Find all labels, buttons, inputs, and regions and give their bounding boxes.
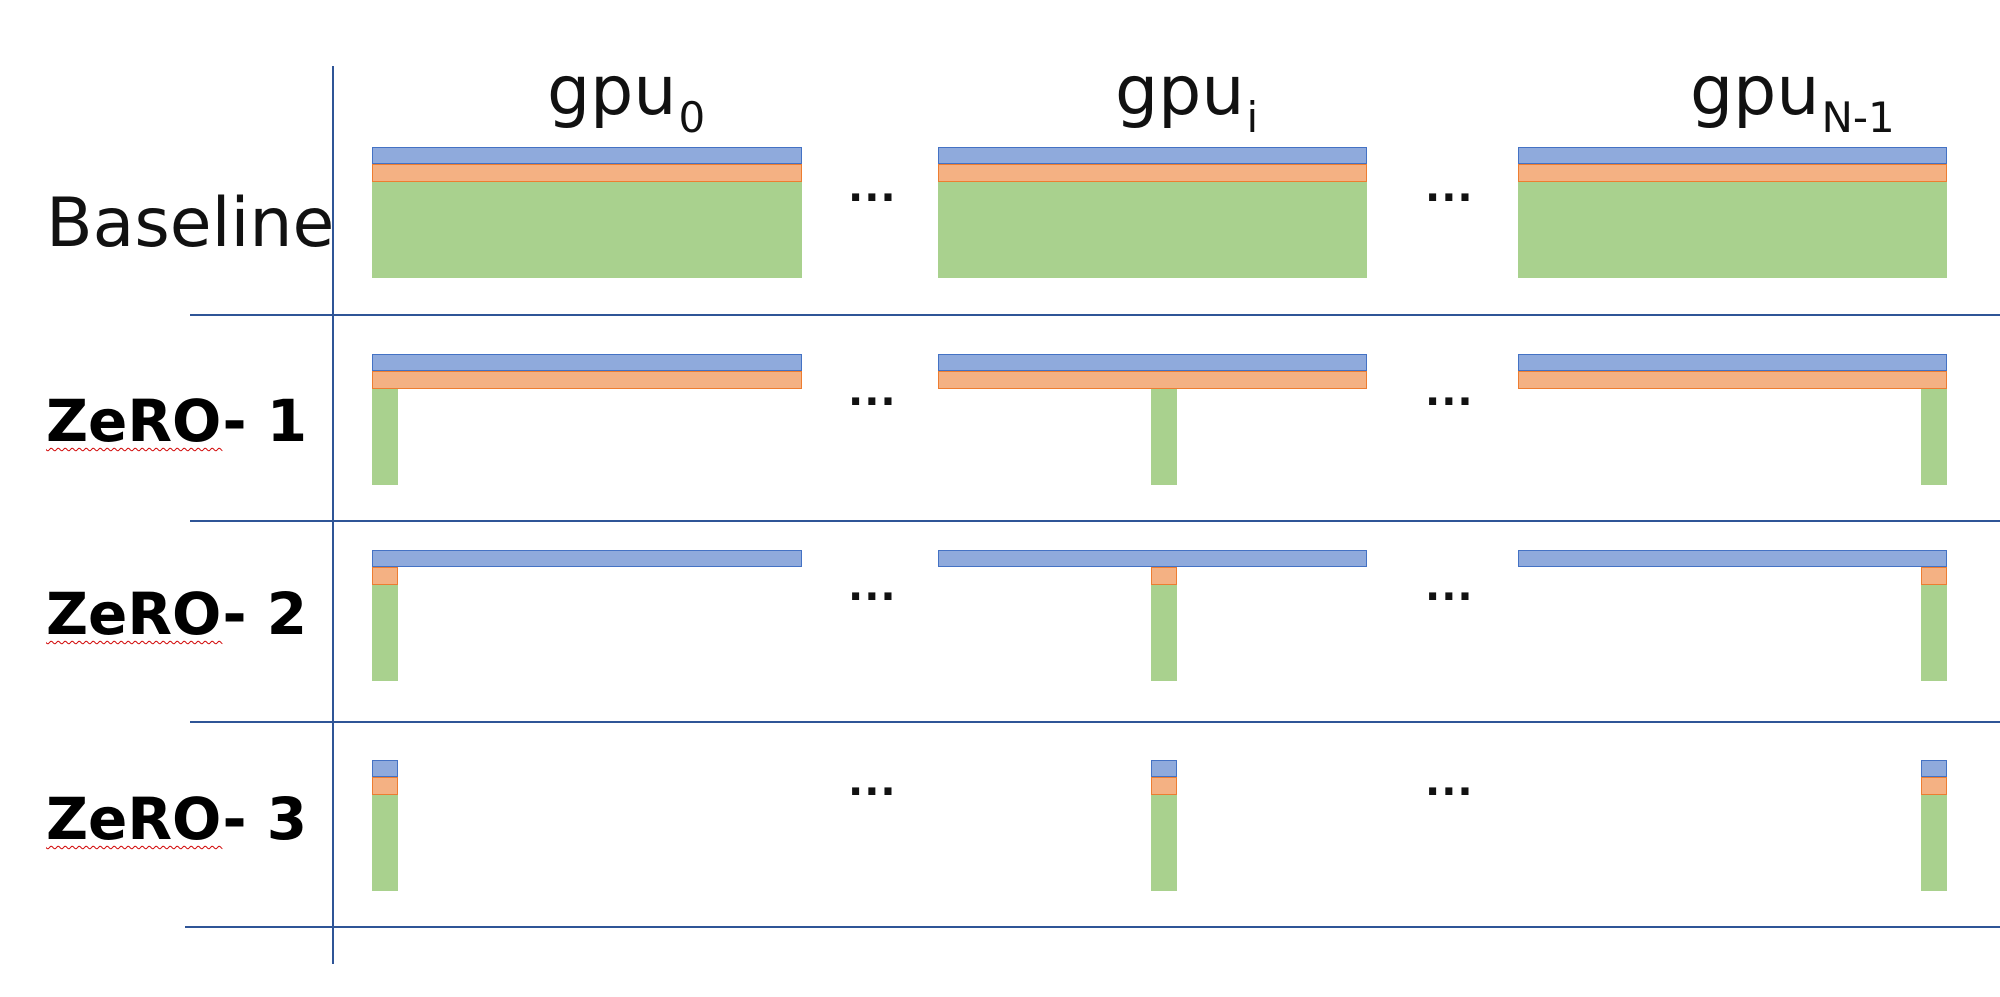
baseline-gpui-gradients-bar	[938, 164, 1367, 182]
zero1-gpui-optimizer-shard	[1151, 389, 1177, 485]
zero3-gpu0-parameters-shard	[372, 760, 398, 777]
row-label-suffix: - 1	[222, 387, 308, 455]
baseline-gpu0-parameters-bar	[372, 147, 802, 164]
zero2-gpun1-parameters-bar	[1518, 550, 1947, 567]
zero3-gpu0-optimizer-shard	[372, 795, 398, 891]
column-header-subscript: N-1	[1821, 93, 1895, 142]
row-label-text: ZeRO	[46, 580, 223, 648]
zero1-ellipsis-2: ···	[1425, 379, 1474, 425]
zero3-gpun1-gradients-shard	[1921, 777, 1947, 795]
zero2-ellipsis-1: ···	[848, 574, 897, 620]
column-header-subscript: i	[1246, 93, 1259, 142]
row-label-text: ZeRO	[46, 387, 223, 455]
zero2-gpui-gradients-shard	[1151, 567, 1177, 585]
column-header-subscript: 0	[678, 93, 706, 142]
row-label-text: Baseline	[46, 184, 335, 263]
zero2-gpun1-optimizer-shard	[1921, 585, 1947, 681]
row-label-zero-3: ZeRO- 3	[46, 790, 307, 848]
row-label-zero-2: ZeRO- 2	[46, 585, 307, 643]
zero2-gpui-parameters-bar	[938, 550, 1367, 567]
column-header-gpu-i: gpui	[1115, 58, 1258, 139]
zero1-gpu0-optimizer-shard	[372, 389, 398, 485]
zero3-gpun1-optimizer-shard	[1921, 795, 1947, 891]
zero2-gpui-optimizer-shard	[1151, 585, 1177, 681]
row-divider-3	[190, 721, 2000, 723]
zero1-gpu0-parameters-bar	[372, 354, 802, 371]
zero1-gpun1-optimizer-shard	[1921, 389, 1947, 485]
zero2-gpun1-gradients-shard	[1921, 567, 1947, 585]
column-header-base: gpu	[547, 52, 677, 131]
zero3-gpun1-parameters-shard	[1921, 760, 1947, 777]
zero1-ellipsis-1: ···	[848, 379, 897, 425]
column-header-base: gpu	[1690, 52, 1820, 131]
zero3-gpui-optimizer-shard	[1151, 795, 1177, 891]
row-label-suffix: - 3	[222, 785, 308, 853]
zero3-gpui-gradients-shard	[1151, 777, 1177, 795]
baseline-gpun1-gradients-bar	[1518, 164, 1947, 182]
zero2-gpu0-optimizer-shard	[372, 585, 398, 681]
vertical-divider	[332, 66, 334, 964]
row-label-suffix: - 2	[222, 580, 308, 648]
row-divider-2	[190, 520, 2000, 522]
baseline-gpui-parameters-bar	[938, 147, 1367, 164]
row-label-baseline: Baseline	[46, 190, 334, 258]
row-label-text: ZeRO	[46, 785, 223, 853]
baseline-gpui-optimizer-bar	[938, 182, 1367, 278]
zero1-gpun1-gradients-bar	[1518, 371, 1947, 389]
zero1-gpui-parameters-bar	[938, 354, 1367, 371]
row-label-zero-1: ZeRO- 1	[46, 392, 307, 450]
baseline-gpun1-parameters-bar	[1518, 147, 1947, 164]
zero2-gpu0-parameters-bar	[372, 550, 802, 567]
row-divider-1	[190, 314, 2000, 316]
row-divider-4	[185, 926, 2000, 928]
baseline-ellipsis-1: ···	[848, 175, 897, 221]
zero1-gpui-gradients-bar	[938, 371, 1367, 389]
column-header-base: gpu	[1115, 52, 1245, 131]
baseline-ellipsis-2: ···	[1425, 175, 1474, 221]
zero1-gpun1-parameters-bar	[1518, 354, 1947, 371]
zero2-ellipsis-2: ···	[1425, 574, 1474, 620]
column-header-gpu-0: gpu0	[547, 58, 705, 139]
baseline-gpun1-optimizer-bar	[1518, 182, 1947, 278]
zero3-gpui-parameters-shard	[1151, 760, 1177, 777]
baseline-gpu0-optimizer-bar	[372, 182, 802, 278]
baseline-gpu0-gradients-bar	[372, 164, 802, 182]
zero3-gpu0-gradients-shard	[372, 777, 398, 795]
zero2-gpu0-gradients-shard	[372, 567, 398, 585]
zero3-ellipsis-1: ···	[848, 769, 897, 815]
zero1-gpu0-gradients-bar	[372, 371, 802, 389]
column-header-gpu-n-1: gpuN-1	[1690, 58, 1895, 139]
zero3-ellipsis-2: ···	[1425, 769, 1474, 815]
